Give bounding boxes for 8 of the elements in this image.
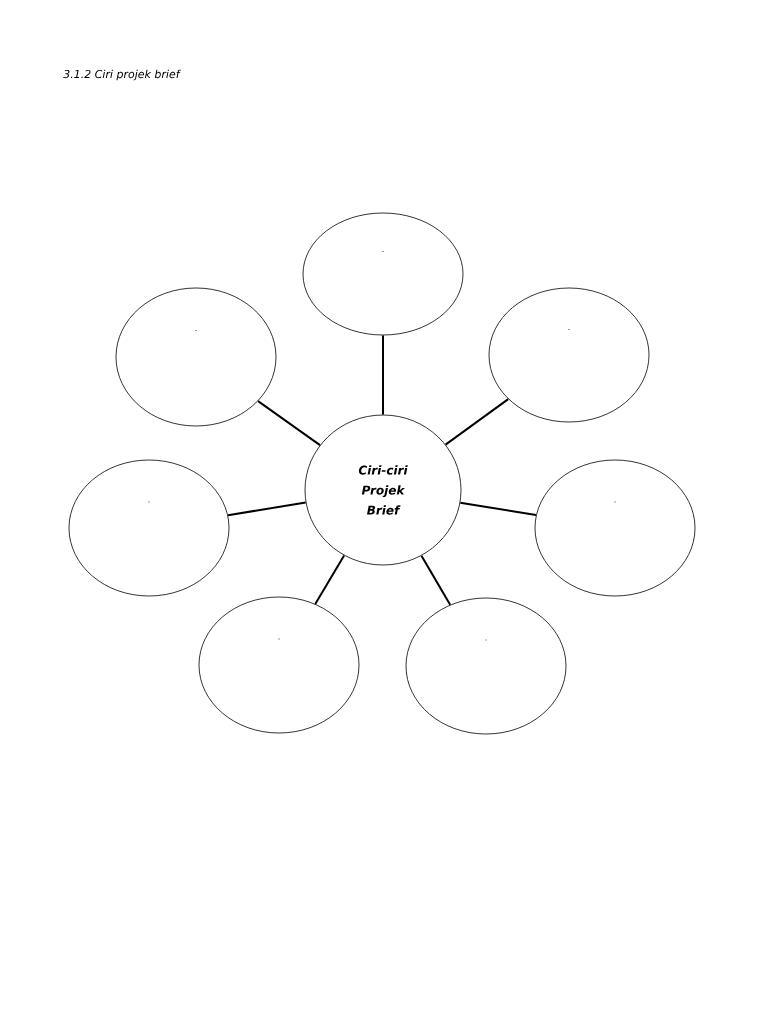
connector-line [227,501,307,517]
connector-line [444,398,510,446]
connector-line [420,554,452,606]
connector-line [257,400,321,447]
connector-line [382,334,384,416]
heading: 3.1.2 Ciri projek brief [63,69,181,81]
connector-line [314,554,346,605]
connector-line [459,501,538,517]
